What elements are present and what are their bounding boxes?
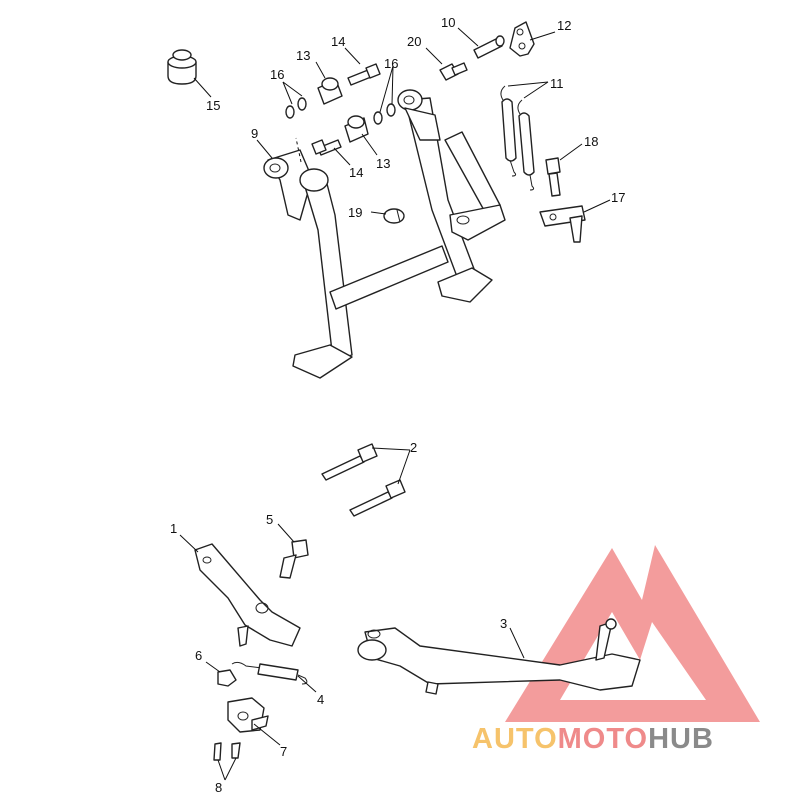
callout-13-bottom: 13 bbox=[376, 156, 390, 171]
callout-11: 11 bbox=[550, 76, 564, 91]
part-1-side-stand-bracket bbox=[194, 543, 301, 647]
callout-19: 19 bbox=[348, 205, 362, 220]
leader-lines bbox=[179, 27, 611, 781]
callout-20: 20 bbox=[407, 34, 421, 49]
callout-7: 7 bbox=[280, 744, 287, 759]
wordmark-auto: AUTO bbox=[472, 723, 558, 755]
automotohub-wordmark: AUTOMOTOHUB bbox=[472, 723, 714, 755]
wordmark-moto: MOTO bbox=[558, 723, 648, 755]
callout-18: 18 bbox=[584, 134, 598, 149]
callout-13-top: 13 bbox=[296, 48, 310, 63]
callout-12: 12 bbox=[557, 18, 571, 33]
part-2-bolts bbox=[321, 443, 406, 517]
automotohub-logo bbox=[505, 545, 760, 722]
part-19-bush bbox=[383, 208, 405, 224]
callout-9: 9 bbox=[251, 126, 258, 141]
part-16-orings bbox=[285, 97, 396, 125]
callout-10: 10 bbox=[441, 15, 455, 30]
callout-6: 6 bbox=[195, 648, 202, 663]
part-7-switch bbox=[227, 697, 269, 733]
part-13-bushes bbox=[317, 77, 369, 143]
callout-3: 3 bbox=[500, 616, 507, 631]
part-9-center-stand bbox=[263, 89, 506, 379]
callout-8: 8 bbox=[215, 780, 222, 795]
callout-4: 4 bbox=[317, 692, 324, 707]
callout-2: 2 bbox=[410, 440, 417, 455]
part-17-bracket bbox=[539, 205, 586, 243]
callout-5: 5 bbox=[266, 512, 273, 527]
callout-14-top: 14 bbox=[331, 34, 345, 49]
part-3-side-stand bbox=[357, 618, 641, 695]
wordmark-hub: HUB bbox=[648, 723, 714, 755]
part-4-spring bbox=[231, 661, 308, 685]
callout-labels: 9 15 16 13 14 20 10 12 11 16 13 14 18 17… bbox=[170, 15, 625, 795]
part-10-pin bbox=[473, 35, 505, 59]
part-11-springs bbox=[500, 85, 535, 191]
part-8-screws bbox=[213, 742, 241, 761]
callout-17: 17 bbox=[611, 190, 625, 205]
part-12-plate bbox=[509, 21, 535, 57]
part-15-bump-stop bbox=[167, 49, 197, 85]
callout-16-left: 16 bbox=[270, 67, 284, 82]
callout-16-right: 16 bbox=[384, 56, 398, 71]
part-14-bolts bbox=[311, 63, 381, 156]
callout-14-bottom: 14 bbox=[349, 165, 363, 180]
part-18-cap-screw bbox=[545, 157, 561, 197]
svg-text:AUTOMOTOHUB: AUTOMOTOHUB bbox=[472, 723, 714, 755]
part-6-nut bbox=[217, 669, 237, 687]
callout-15: 15 bbox=[206, 98, 220, 113]
callout-1: 1 bbox=[170, 521, 177, 536]
part-5-bolt bbox=[279, 539, 309, 579]
part-20-bolt bbox=[439, 62, 468, 81]
